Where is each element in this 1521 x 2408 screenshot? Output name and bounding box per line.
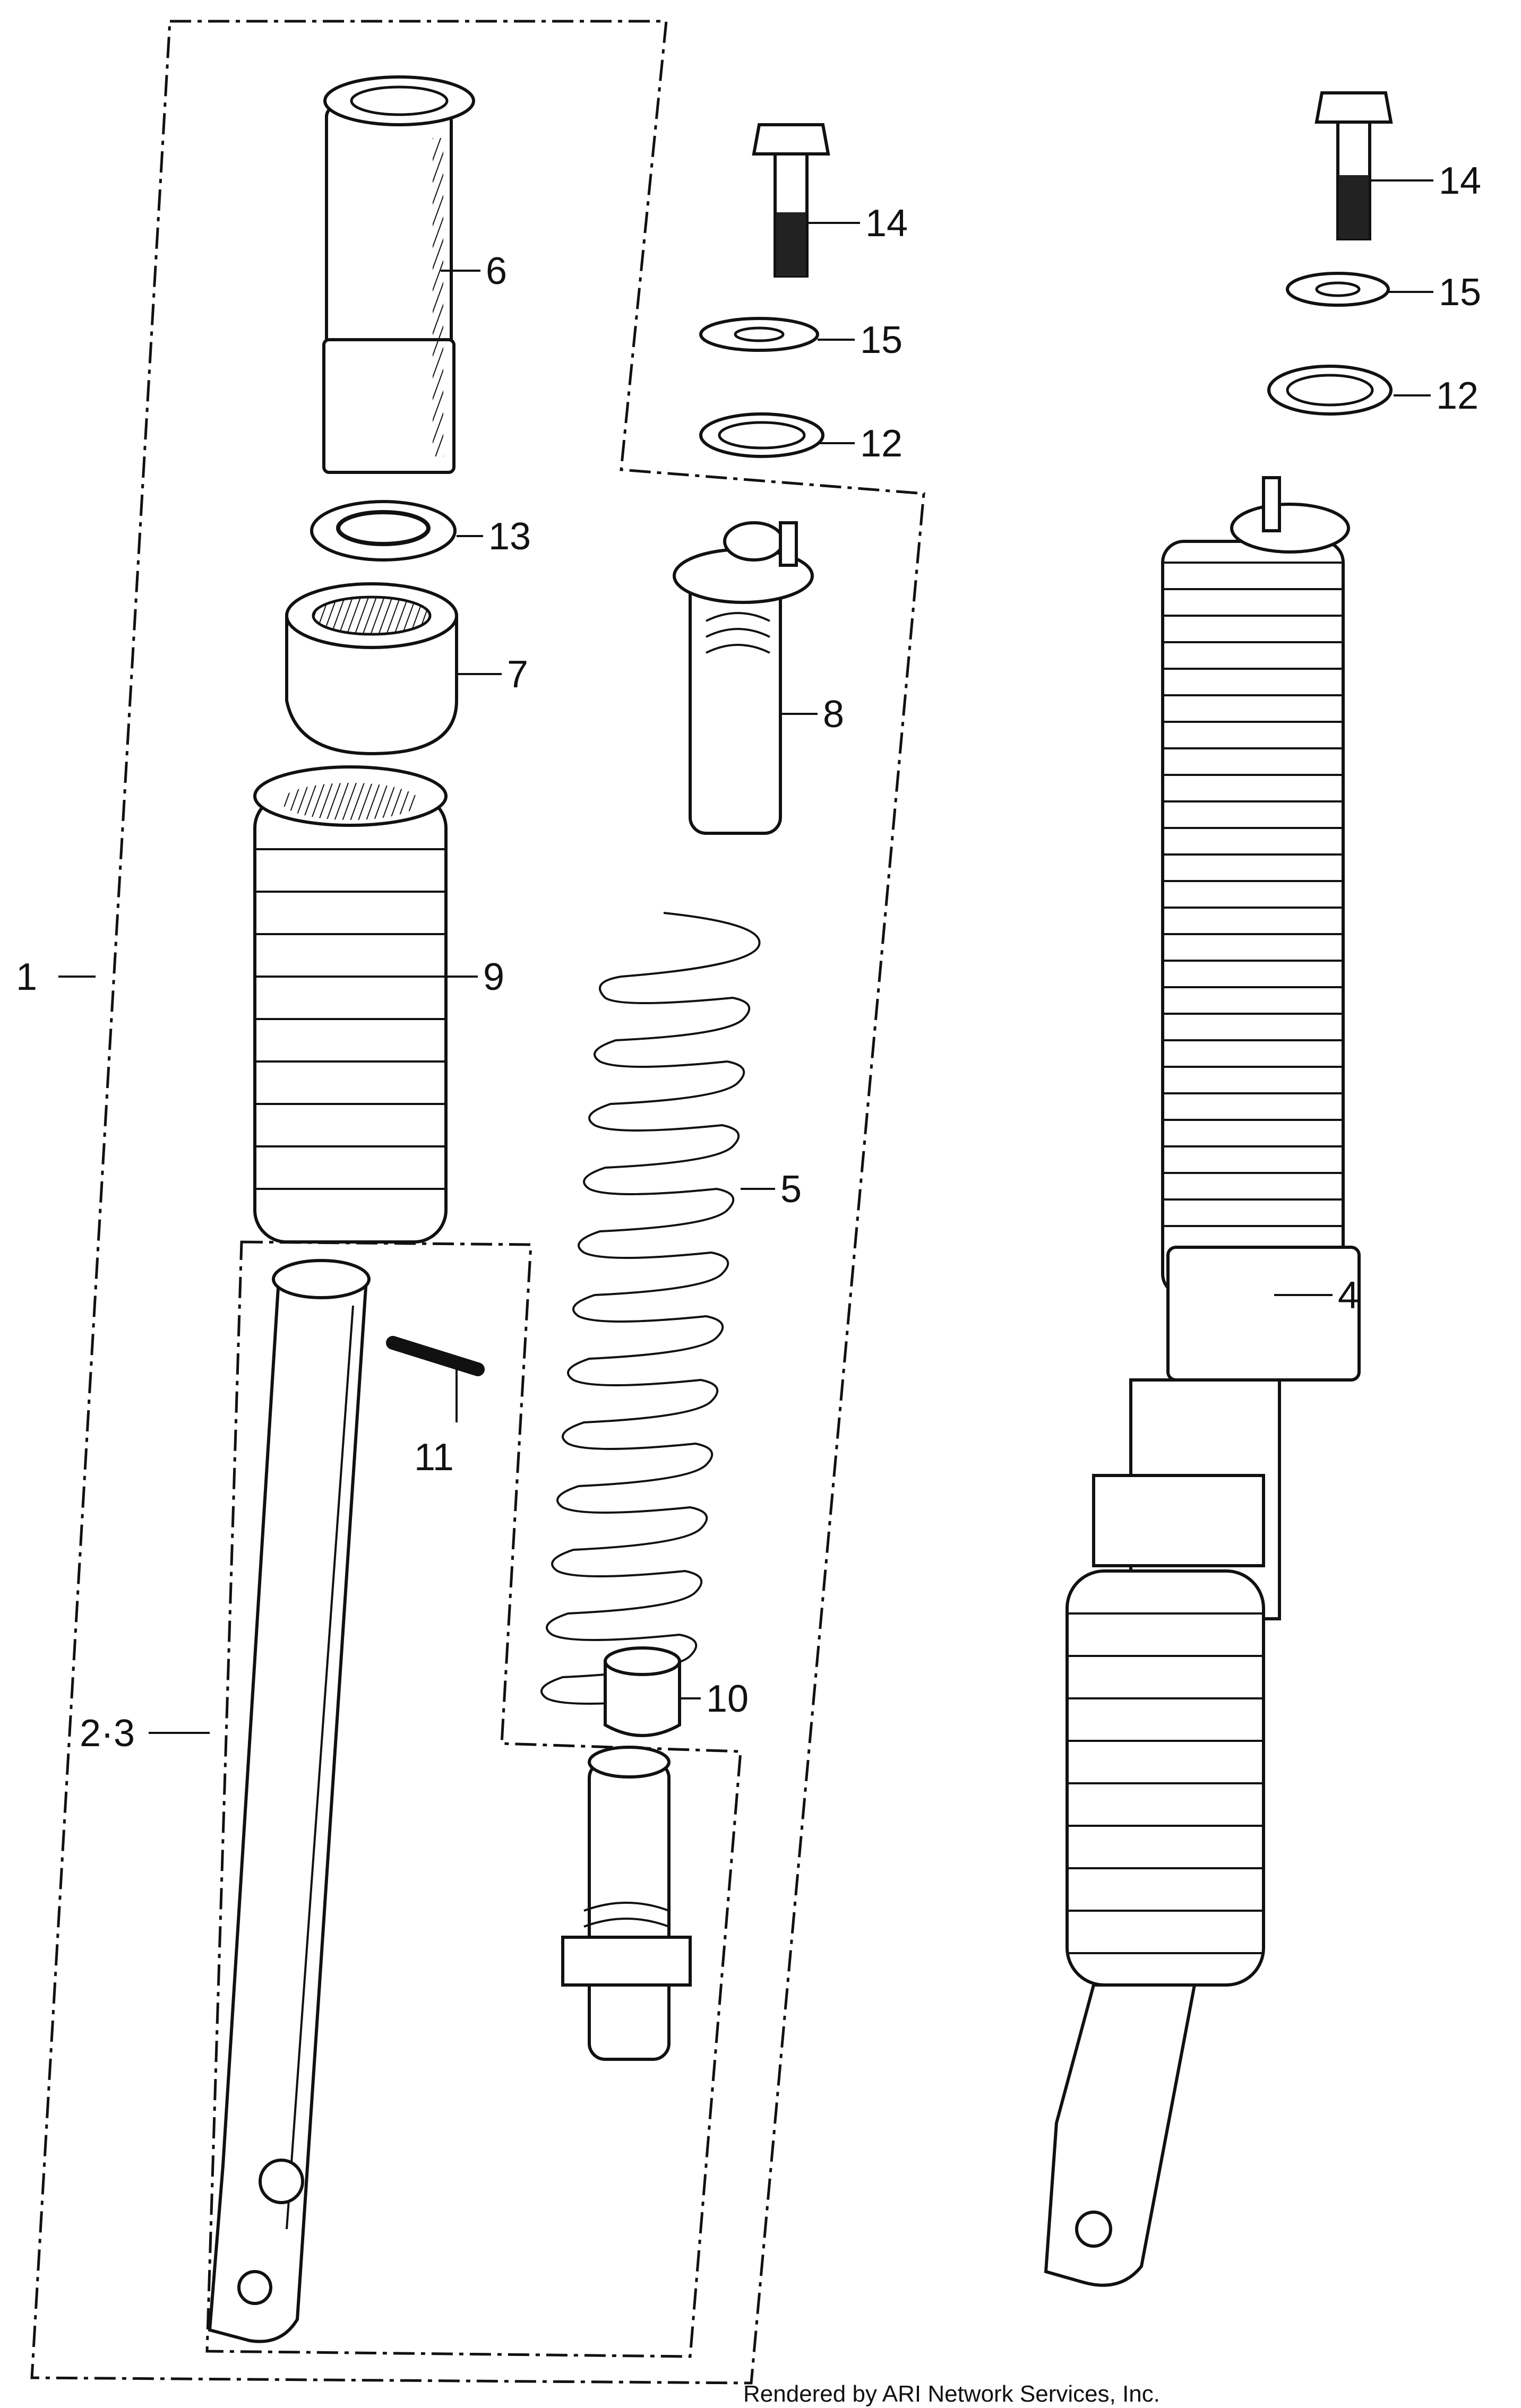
sub-assembly-boundary [205, 1240, 742, 2358]
damper-rod-base [561, 1746, 692, 2061]
label-8: 8 [823, 693, 844, 736]
pin [386, 1336, 485, 1376]
washer-right [1286, 272, 1390, 307]
fork-assembly-right [1044, 476, 1361, 2287]
label-9: 9 [483, 956, 504, 998]
label-5: 5 [780, 1168, 802, 1211]
label-2-3: 2·3 [80, 1712, 135, 1755]
fork-upper-cover [322, 75, 475, 474]
label-11: 11 [414, 1436, 454, 1479]
label-4: 4 [1338, 1274, 1359, 1317]
fork-bottom-case [208, 1259, 371, 2343]
label-7: 7 [507, 653, 528, 696]
piston [604, 1646, 681, 1737]
ring-right [1267, 365, 1393, 416]
assembly-boundary [30, 20, 925, 2385]
fork-spring [540, 912, 764, 1705]
washer-middle [699, 317, 819, 352]
leader-lines [58, 179, 1433, 1734]
fork-boot [253, 765, 448, 1244]
label-10: 10 [706, 1678, 749, 1720]
label-1: 1 [16, 956, 37, 998]
ring-middle [699, 412, 824, 458]
spring-seat [673, 521, 814, 835]
label-15-right: 15 [1439, 271, 1481, 314]
fork-bolt-cap [285, 582, 458, 756]
label-12-right: 12 [1436, 375, 1479, 417]
render-credit: Rendered by ARI Network Services, Inc. [743, 2381, 1160, 2407]
label-14-right: 14 [1439, 160, 1481, 202]
label-15-middle: 15 [860, 319, 903, 361]
label-14-middle: 14 [865, 202, 908, 245]
label-6: 6 [486, 250, 507, 292]
bolt-right [1314, 91, 1393, 240]
label-13: 13 [488, 515, 531, 558]
oil-seal [310, 500, 457, 562]
label-12-middle: 12 [860, 422, 903, 465]
bolt-middle [752, 123, 830, 278]
